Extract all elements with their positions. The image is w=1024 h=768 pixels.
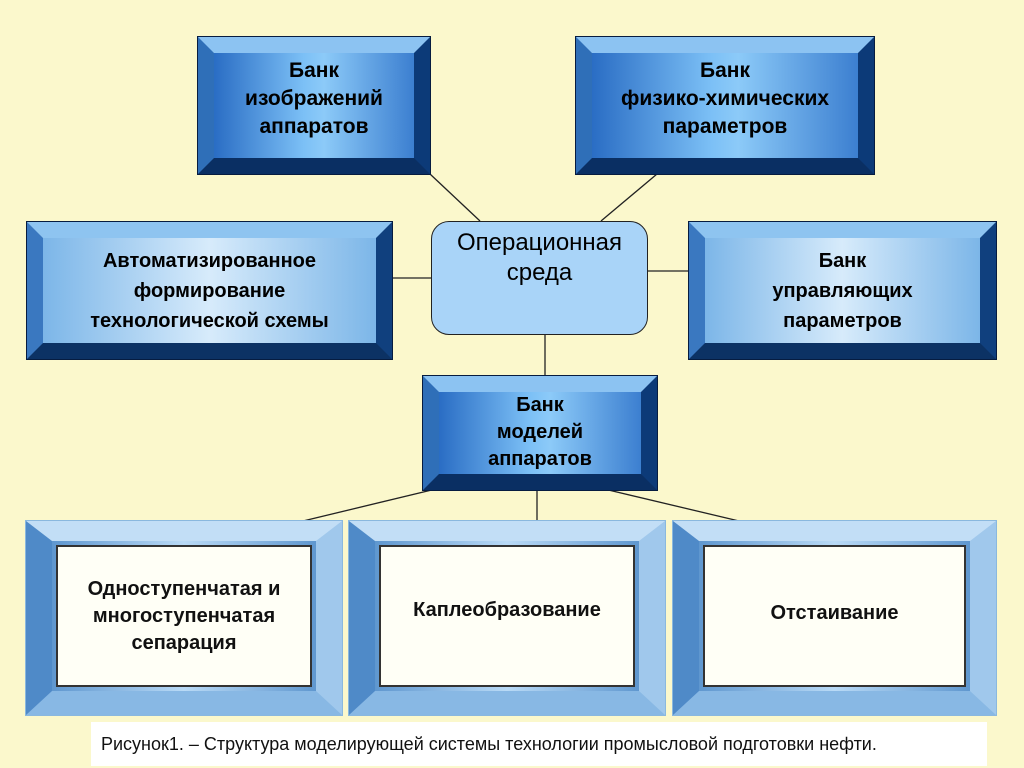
scheme-generation-label: Автоматизированное формирование технолог… xyxy=(90,250,329,332)
settling-panel: Отстаивание xyxy=(703,545,966,687)
droplet-formation-panel: Каплеобразование xyxy=(379,545,635,687)
image-bank-box: Банк изображений аппаратов xyxy=(197,36,431,175)
physchem-bank-label: Банк физико-химических параметров xyxy=(620,59,830,138)
separation-panel: Одноступенчатая и многоступенчатая сепар… xyxy=(56,545,312,687)
connector-top-left xyxy=(429,173,481,222)
connector-top-right xyxy=(600,173,658,222)
control-params-bank-box: Банк управляющих параметров xyxy=(688,221,997,360)
control-params-bank-label: Банк управляющих параметров xyxy=(772,250,913,332)
connector-models-left xyxy=(302,487,441,522)
settling-label: Отстаивание xyxy=(770,602,899,624)
droplet-formation-label: Каплеобразование xyxy=(413,599,601,621)
operating-environment-box: Операционная среда xyxy=(431,221,648,335)
scheme-generation-box: Автоматизированное формирование технолог… xyxy=(26,221,393,360)
connector-models-right xyxy=(599,487,740,522)
figure-caption: Рисунок1. – Структура моделирующей систе… xyxy=(91,722,987,766)
physchem-bank-box: Банк физико-химических параметров xyxy=(575,36,875,175)
separation-label: Одноступенчатая и многоступенчатая сепар… xyxy=(87,577,281,654)
operating-environment-label: Операционная среда xyxy=(456,229,623,286)
droplet-formation-frame: Каплеобразование xyxy=(348,520,666,716)
settling-frame: Отстаивание xyxy=(672,520,997,716)
image-bank-label: Банк изображений аппаратов xyxy=(245,59,383,138)
separation-frame: Одноступенчатая и многоступенчатая сепар… xyxy=(25,520,343,716)
models-bank-label: Банк моделей аппаратов xyxy=(488,394,592,470)
models-bank-box: Банк моделей аппаратов xyxy=(422,375,658,491)
